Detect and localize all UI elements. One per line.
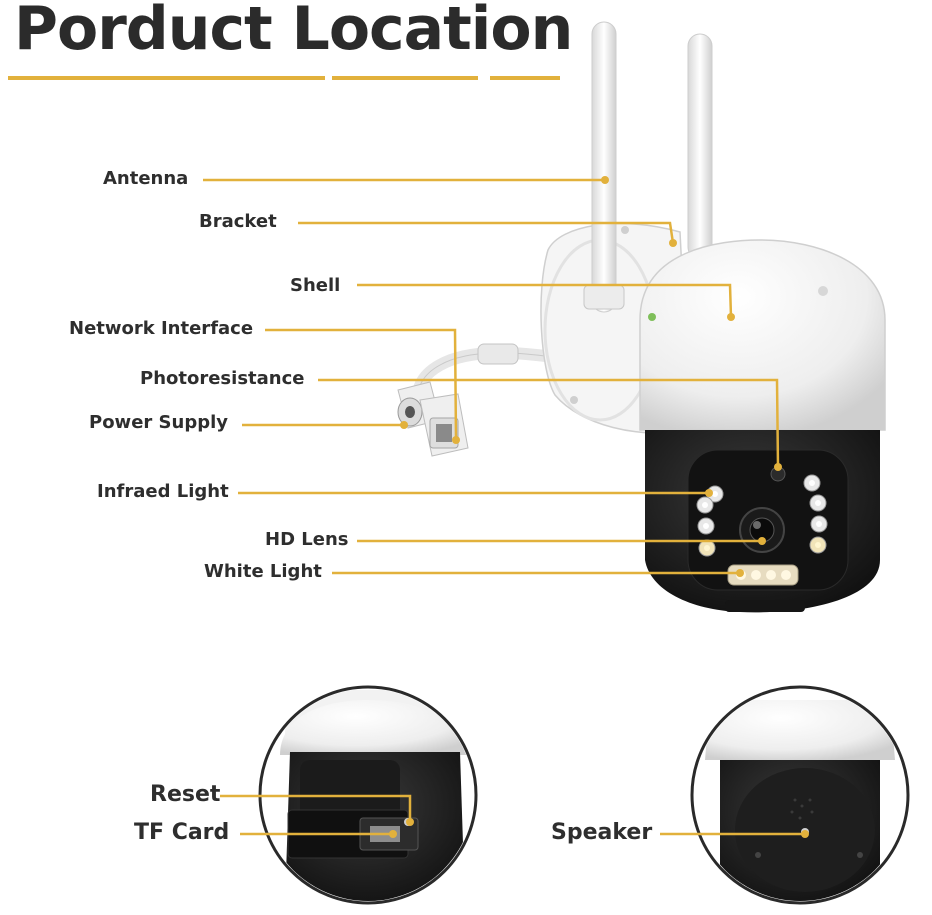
label-photoresistance: Photoresistance xyxy=(140,368,305,389)
network-connector xyxy=(419,393,469,457)
lens xyxy=(739,507,785,553)
detail-circle-right xyxy=(690,685,910,905)
page-title: Porduct Location xyxy=(14,0,573,64)
label-tf-card: TF Card xyxy=(134,820,230,845)
leader-lines xyxy=(203,178,805,836)
led-array-right xyxy=(803,474,828,554)
label-bracket: Bracket xyxy=(199,211,277,232)
white-light-strip xyxy=(727,564,799,586)
leader-dots xyxy=(389,176,809,838)
label-antenna: Antenna xyxy=(103,168,189,189)
label-white-light: White Light xyxy=(204,561,322,582)
label-power-supply: Power Supply xyxy=(89,412,228,433)
label-hd-lens: HD Lens xyxy=(265,529,349,550)
label-network-interface: Network Interface xyxy=(69,318,254,339)
antenna-left xyxy=(591,21,617,313)
label-shell: Shell xyxy=(290,275,341,296)
antenna-right xyxy=(687,33,713,260)
shell-dome xyxy=(639,239,886,431)
main-camera xyxy=(397,21,886,613)
label-speaker: Speaker xyxy=(551,820,653,845)
label-reset: Reset xyxy=(150,782,221,807)
label-infrared-light: Infraed Light xyxy=(97,481,229,502)
